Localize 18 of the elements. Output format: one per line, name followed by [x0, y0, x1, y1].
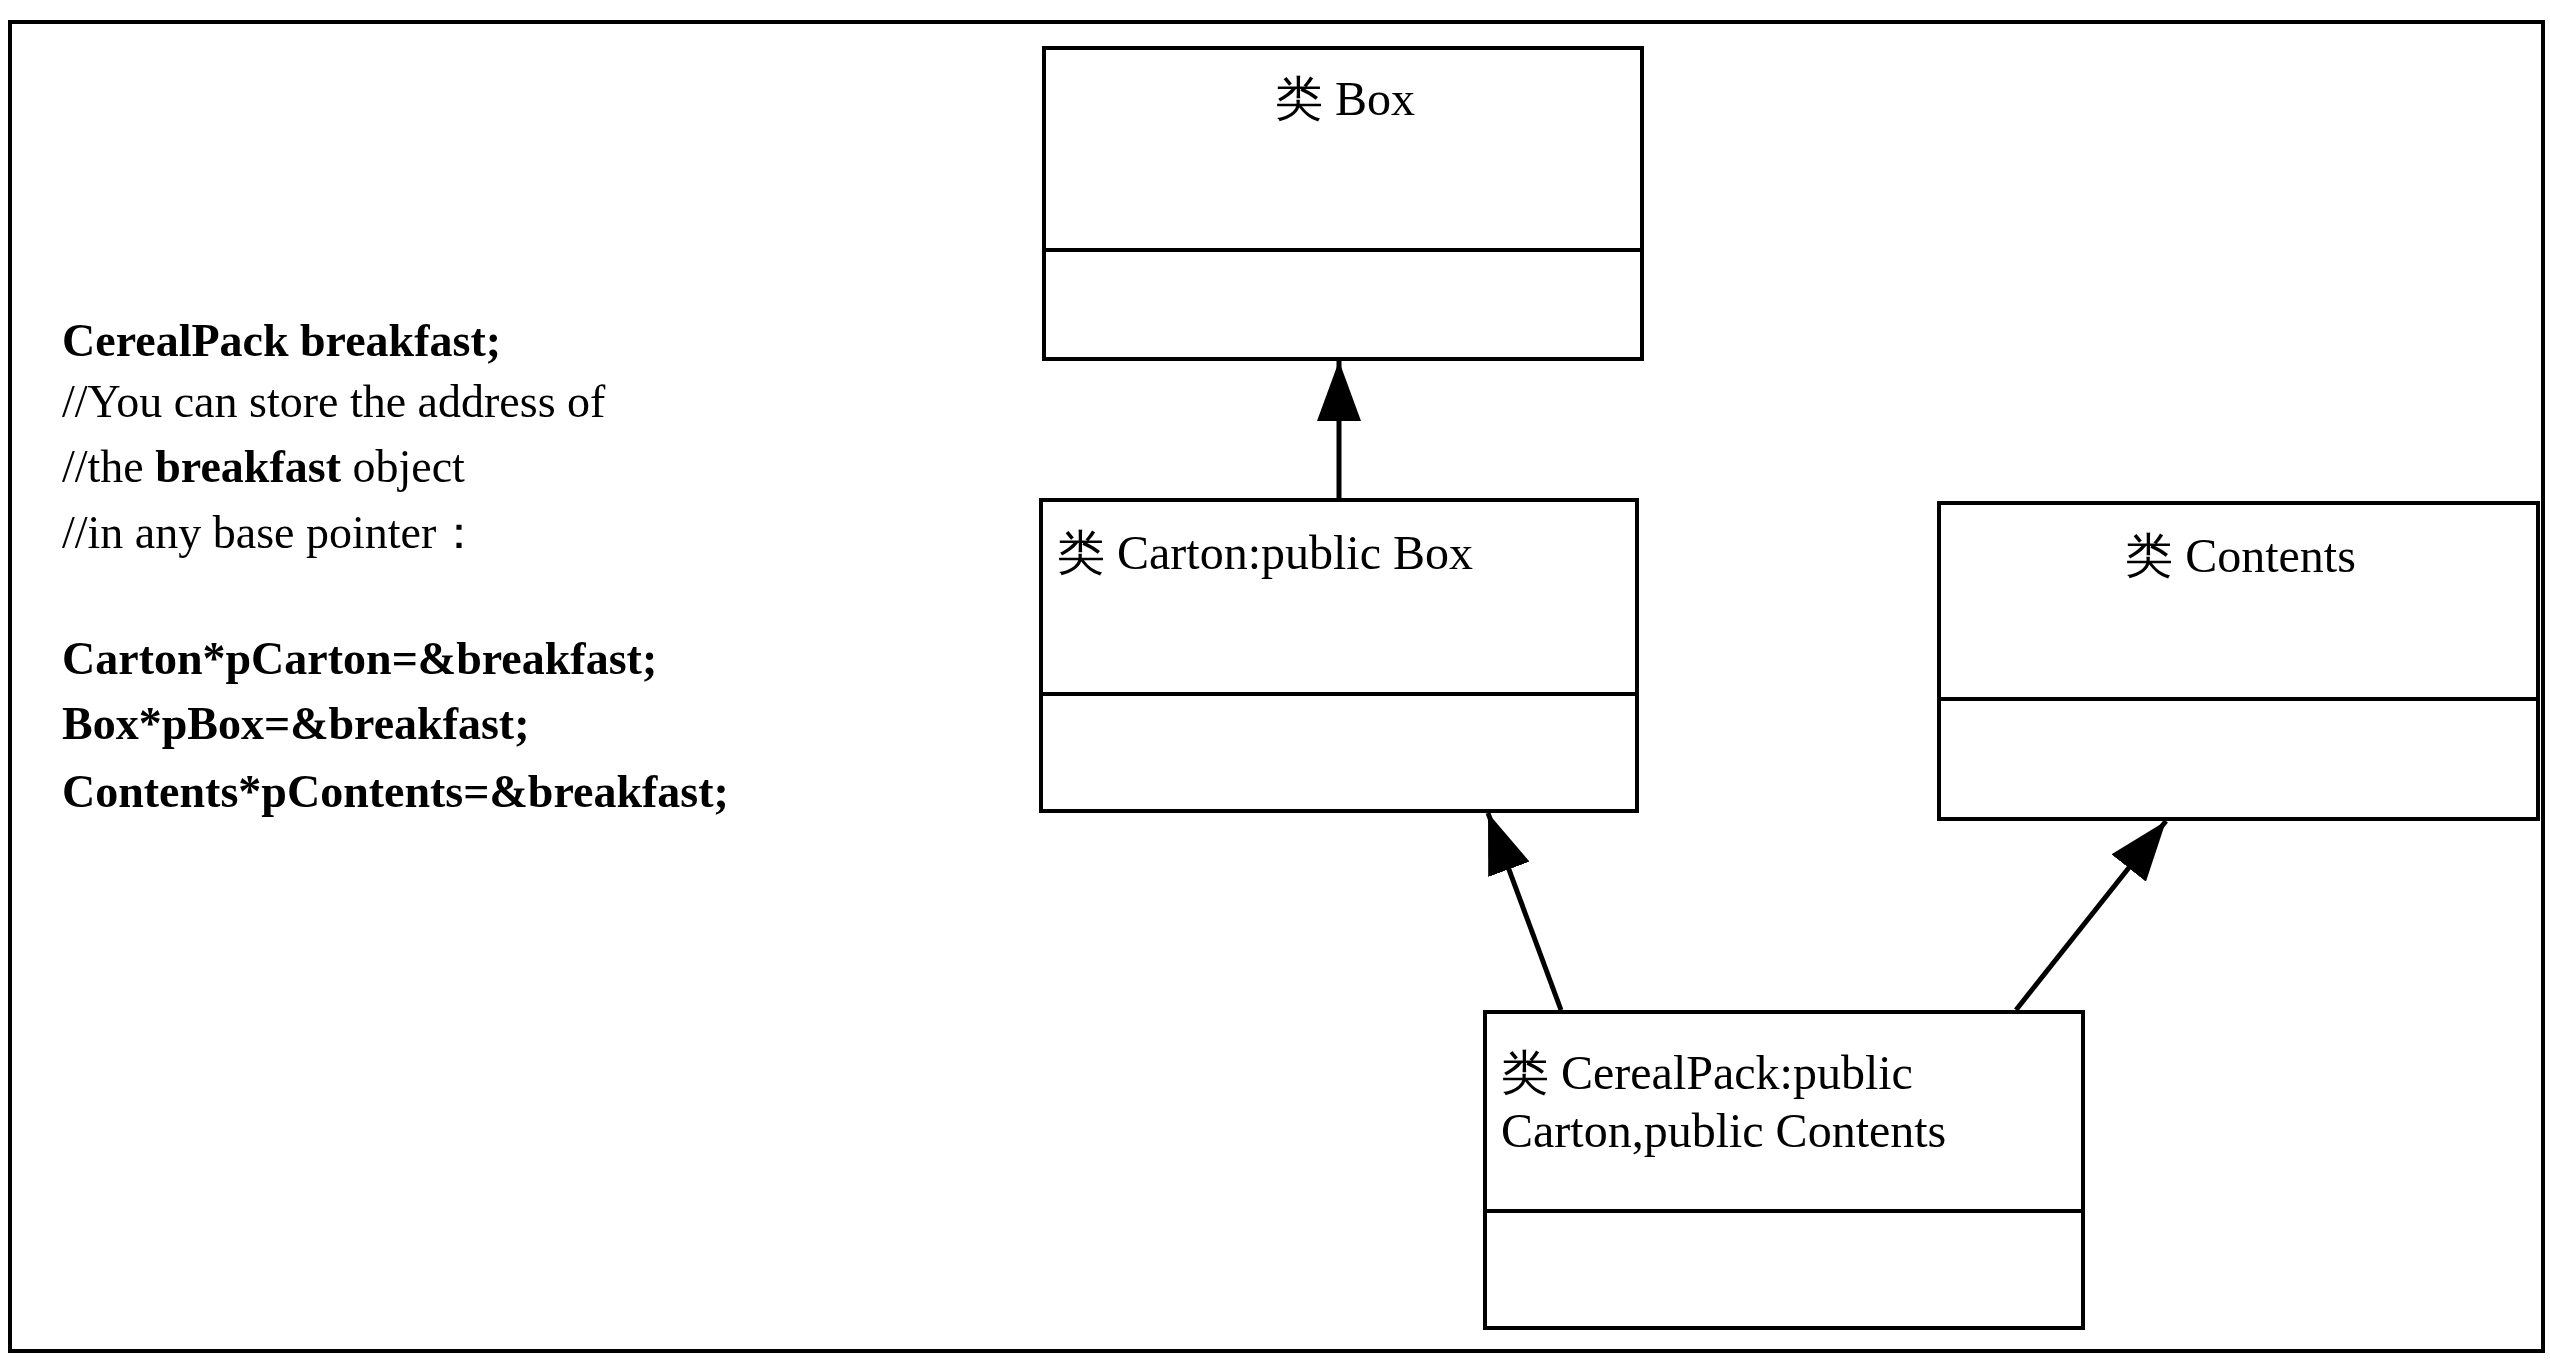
- class-name: 类 Contents: [2124, 528, 2357, 584]
- code-line: Contents*pContents=&breakfast;: [62, 765, 729, 819]
- class-box: [1483, 1010, 2085, 1330]
- comment-line: //the breakfast object: [62, 440, 465, 494]
- comment-line: //in any base pointer：: [62, 506, 483, 560]
- arrow: [1317, 361, 1361, 498]
- class-box: [1937, 501, 2540, 821]
- class-name: 类 Box: [1274, 71, 1416, 127]
- arrow: [1485, 812, 1564, 1011]
- code-line: Box*pBox=&breakfast;: [62, 697, 530, 751]
- class-box: [1042, 46, 1644, 361]
- code-line: Carton*pCarton=&breakfast;: [62, 632, 658, 686]
- code-line: CerealPack breakfast;: [62, 314, 502, 368]
- class-box: [1039, 498, 1639, 813]
- class-name: 类 Carton:public Box: [1057, 525, 1474, 581]
- arrow: [2014, 819, 2168, 1012]
- class-name: 类 CerealPack:public Carton,public Contents: [1501, 1045, 1948, 1159]
- comment-line: //You can store the address of: [62, 375, 606, 429]
